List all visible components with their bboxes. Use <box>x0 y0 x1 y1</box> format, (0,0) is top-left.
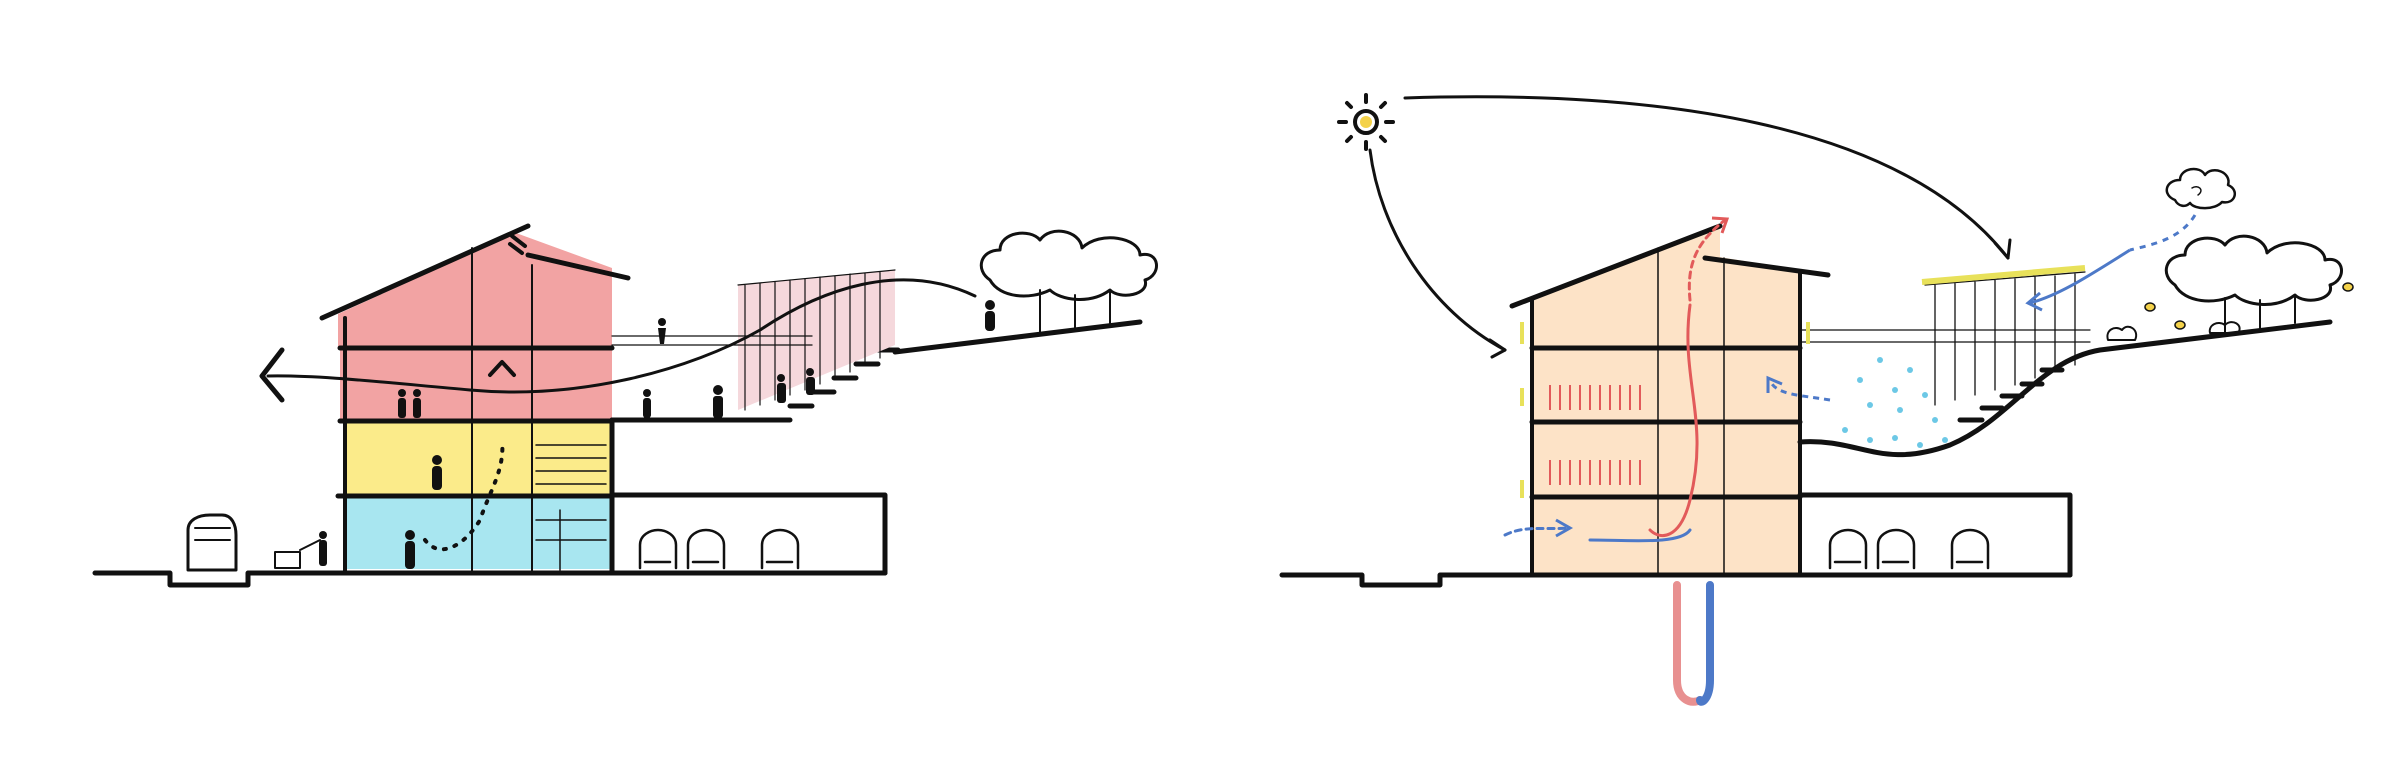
cool-air-inlet <box>1503 526 1570 537</box>
person-icon <box>398 398 406 418</box>
person-icon <box>319 540 327 566</box>
ground-line-right <box>1279 572 2073 588</box>
tree-icon <box>2164 234 2343 334</box>
car-icon <box>1950 528 1990 570</box>
person-icon <box>398 389 406 397</box>
rain-arrow-head <box>2025 291 2043 312</box>
people <box>319 300 995 569</box>
person-icon <box>413 389 421 397</box>
shelving <box>535 444 607 571</box>
person-icon <box>985 311 995 331</box>
up-chevron <box>488 360 516 377</box>
roof-right-right <box>1702 255 1831 278</box>
person-icon <box>405 530 415 540</box>
arrow-head <box>259 347 285 403</box>
program-section <box>92 223 1158 588</box>
sun-icon <box>1337 93 1395 151</box>
ground-line <box>92 570 888 588</box>
building-fill <box>1530 225 1800 573</box>
warm-air-head <box>1711 216 1730 234</box>
chimney <box>508 234 527 255</box>
sun-ray-1-head <box>1488 338 1507 359</box>
person-icon <box>413 398 421 418</box>
interior-column-1 <box>471 247 533 573</box>
roof-line <box>319 223 531 321</box>
bee-icon <box>2342 282 2354 292</box>
delivery-cart <box>274 539 321 569</box>
person-icon <box>643 398 651 418</box>
sun-ray-2-head <box>1993 238 2012 260</box>
person-icon <box>658 318 666 326</box>
parking-deck-right <box>1797 492 2073 578</box>
person-icon <box>643 389 651 397</box>
person-icon <box>658 328 666 344</box>
sun-ray-2 <box>1403 95 2010 260</box>
fin-lines <box>737 269 896 411</box>
dotted-route <box>423 438 505 552</box>
cloud-icon <box>2165 167 2237 210</box>
solar-panel <box>1921 265 2086 285</box>
car-icon <box>760 528 800 570</box>
ground-floor-fill <box>345 497 612 569</box>
landscape-curve <box>1797 319 2333 458</box>
hill-line <box>892 319 1143 355</box>
car-icon <box>1828 528 1868 570</box>
person-icon <box>713 396 723 418</box>
upper-floor-fill <box>340 348 612 420</box>
parking-deck <box>609 492 888 576</box>
warm-air-path <box>1648 303 1699 538</box>
bee-icon <box>2174 320 2186 330</box>
person-icon <box>806 377 815 395</box>
rain-drops <box>1842 357 1948 448</box>
cool-air-head <box>1555 518 1574 538</box>
roof-floor-fill <box>338 233 612 348</box>
stairs-right <box>1957 367 2065 423</box>
climate-section <box>1279 93 2354 706</box>
ground-loop-icon <box>1673 581 1714 706</box>
person-icon <box>405 541 415 569</box>
flow-arrow <box>266 278 977 394</box>
car-icon <box>686 528 726 570</box>
roof-right <box>525 252 631 281</box>
person-icon <box>806 368 814 376</box>
radiant-heat-lower <box>1549 460 1641 485</box>
person-icon <box>432 466 442 490</box>
person-icon <box>777 383 786 403</box>
side-air-head <box>1766 375 1783 393</box>
bush-1 <box>2106 325 2138 341</box>
mid-floor-fill <box>345 423 612 495</box>
railings-right <box>1799 329 2091 343</box>
roof-line-right <box>1509 223 1723 309</box>
van-icon <box>186 513 238 572</box>
person-icon <box>319 531 327 539</box>
bee-icon <box>2144 302 2156 312</box>
person-icon <box>432 455 442 465</box>
stairs <box>765 347 901 423</box>
warm-air-vent <box>1687 218 1727 302</box>
railing-1 <box>611 335 813 346</box>
car-icon <box>638 528 678 570</box>
sun-ray-1 <box>1368 148 1507 352</box>
rain-arrow <box>2029 248 2131 305</box>
person-icon <box>777 374 785 382</box>
person-icon <box>985 300 995 310</box>
cols-r <box>1657 247 1725 574</box>
rain-arrow-dashed <box>2129 214 2197 252</box>
facade-fins <box>738 270 895 410</box>
tree-icon <box>979 229 1158 334</box>
person-icon <box>713 385 723 395</box>
bush-2 <box>2208 321 2241 334</box>
car-icon <box>1876 528 1916 570</box>
radiant-heat-upper <box>1549 385 1641 410</box>
cool-air-path <box>1588 528 1692 543</box>
